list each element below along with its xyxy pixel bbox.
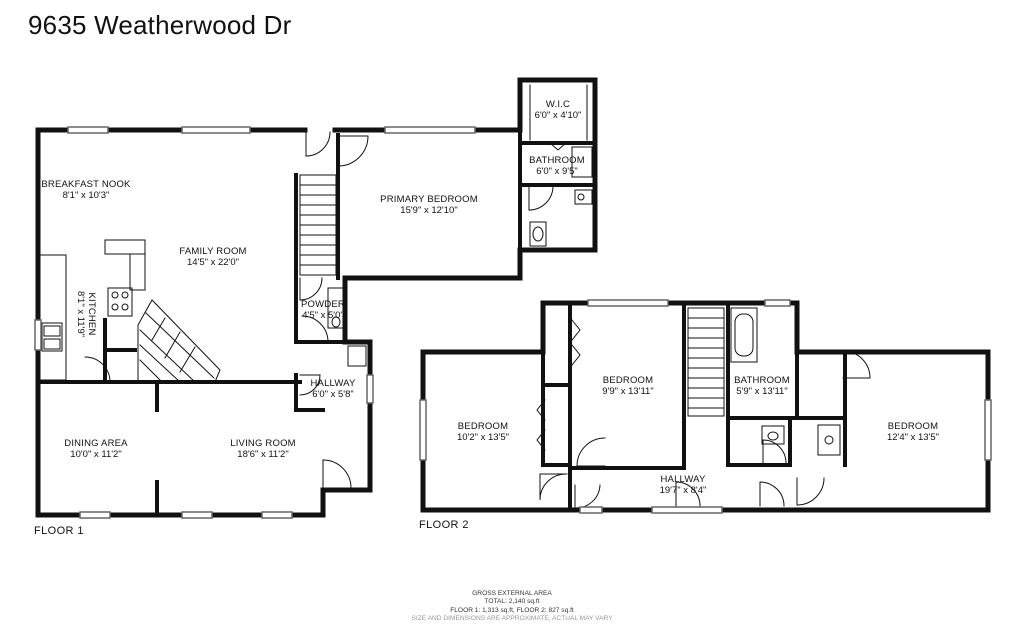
room-name: KITCHEN <box>86 292 97 336</box>
room-dimensions: 10'2" x 13'5" <box>456 432 510 443</box>
floor-1-stairs <box>137 174 337 383</box>
room-name: POWDER <box>301 299 345 310</box>
room-bathroom-floor-2: BATHROOM 5'9" x 13'11" <box>734 375 790 397</box>
area-heading: GROSS EXTERNAL AREA <box>472 590 552 597</box>
property-address-title: 9635 Weatherwood Dr <box>28 10 292 40</box>
room-dimensions: 9'9" x 13'11" <box>602 386 654 397</box>
room-wic: W.I.C 6'0" x 4'10" <box>535 99 582 121</box>
area-total: TOTAL: 2,140 sq.ft <box>484 598 540 606</box>
floor-2-plan <box>419 299 992 514</box>
room-name: HALLWAY <box>310 378 356 389</box>
room-dimensions: 15'9" x 12'10" <box>400 205 458 216</box>
room-dimensions: 6'0" x 9'5" <box>536 166 578 177</box>
room-dimensions: 10'0" x 11'2" <box>70 449 122 460</box>
powder-fixtures <box>327 287 367 367</box>
room-dimensions: 14'5" x 22'0" <box>186 257 240 268</box>
room-bedroom-middle: BEDROOM 9'9" x 13'11" <box>602 375 653 397</box>
floor-1-label: FLOOR 1 <box>34 525 84 537</box>
room-name: PRIMARY BEDROOM <box>380 194 478 205</box>
room-name: FAMILY ROOM <box>179 246 247 257</box>
wic-shelves <box>529 84 588 141</box>
room-powder: POWDER 4'5" x 5'0" <box>301 299 345 321</box>
area-summary: GROSS EXTERNAL AREA TOTAL: 2,140 sq.ft F… <box>411 590 612 623</box>
area-by-floor: FLOOR 1: 1,313 sq.ft, FLOOR 2: 827 sq.ft <box>450 606 574 614</box>
bathroom-1-fixtures <box>529 146 593 247</box>
room-name: BEDROOM <box>602 375 654 386</box>
room-name: LIVING ROOM <box>230 438 296 449</box>
room-dining-area: DINING AREA 10'0" x 11'2" <box>64 438 127 460</box>
room-name: BATHROOM <box>734 375 790 386</box>
area-disclaimer: SIZE AND DIMENSIONS ARE APPROXIMATE, ACT… <box>411 614 613 622</box>
room-hallway-floor-2: HALLWAY 19'7" x 8'4" <box>660 474 707 496</box>
room-dimensions: 5'9" x 13'11" <box>736 386 788 397</box>
room-dimensions: 12'4" x 13'5" <box>886 432 940 443</box>
kitchen-fixtures <box>39 239 146 381</box>
floor-1-windows <box>34 126 476 519</box>
floor-1-doors <box>84 131 567 489</box>
room-kitchen: KITCHEN 8'1" x 11'9" <box>75 291 97 337</box>
room-dimensions: 8'1" x 11'9" <box>75 290 86 338</box>
room-bedroom-right: BEDROOM 12'4" x 13'5" <box>887 421 939 443</box>
room-family-room: FAMILY ROOM 14'5" x 22'0" <box>179 246 246 268</box>
room-name: BREAKFAST NOOK <box>41 179 131 190</box>
floor-1-plan <box>34 77 598 519</box>
room-dimensions: 4'5" x 5'0" <box>302 310 344 321</box>
room-dimensions: 6'0" x 4'10" <box>534 110 582 121</box>
room-name: BEDROOM <box>887 421 939 432</box>
room-name: HALLWAY <box>660 474 706 485</box>
room-breakfast-nook: BREAKFAST NOOK 8'1" x 10'3" <box>41 179 130 201</box>
room-name: BATHROOM <box>529 155 585 166</box>
room-name: DINING AREA <box>64 438 128 449</box>
bathroom-2-fixtures <box>730 307 841 456</box>
room-dimensions: 8'1" x 10'3" <box>62 190 110 201</box>
room-dimensions: 18'6" x 11'2" <box>237 449 289 460</box>
floor-2-windows <box>419 299 992 514</box>
room-bedroom-left: BEDROOM 10'2" x 13'5" <box>457 421 509 443</box>
floor-2-doors <box>539 350 871 509</box>
floor-2-label: FLOOR 2 <box>419 519 469 531</box>
room-dimensions: 6'0" x 5'8" <box>312 389 354 400</box>
closet-doors <box>536 319 581 451</box>
room-primary-bedroom: PRIMARY BEDROOM 15'9" x 12'10" <box>380 194 478 216</box>
room-name: BEDROOM <box>457 421 509 432</box>
floor-2-interior-walls <box>541 301 847 512</box>
floor-2-stairs <box>687 307 725 417</box>
room-dimensions: 19'7" x 8'4" <box>659 485 707 496</box>
room-living-room: LIVING ROOM 18'6" x 11'2" <box>230 438 296 460</box>
room-bathroom-primary: BATHROOM 6'0" x 9'5" <box>529 155 585 177</box>
room-hallway-floor-1: HALLWAY 6'0" x 5'8" <box>310 378 355 400</box>
room-name: W.I.C <box>545 99 571 110</box>
